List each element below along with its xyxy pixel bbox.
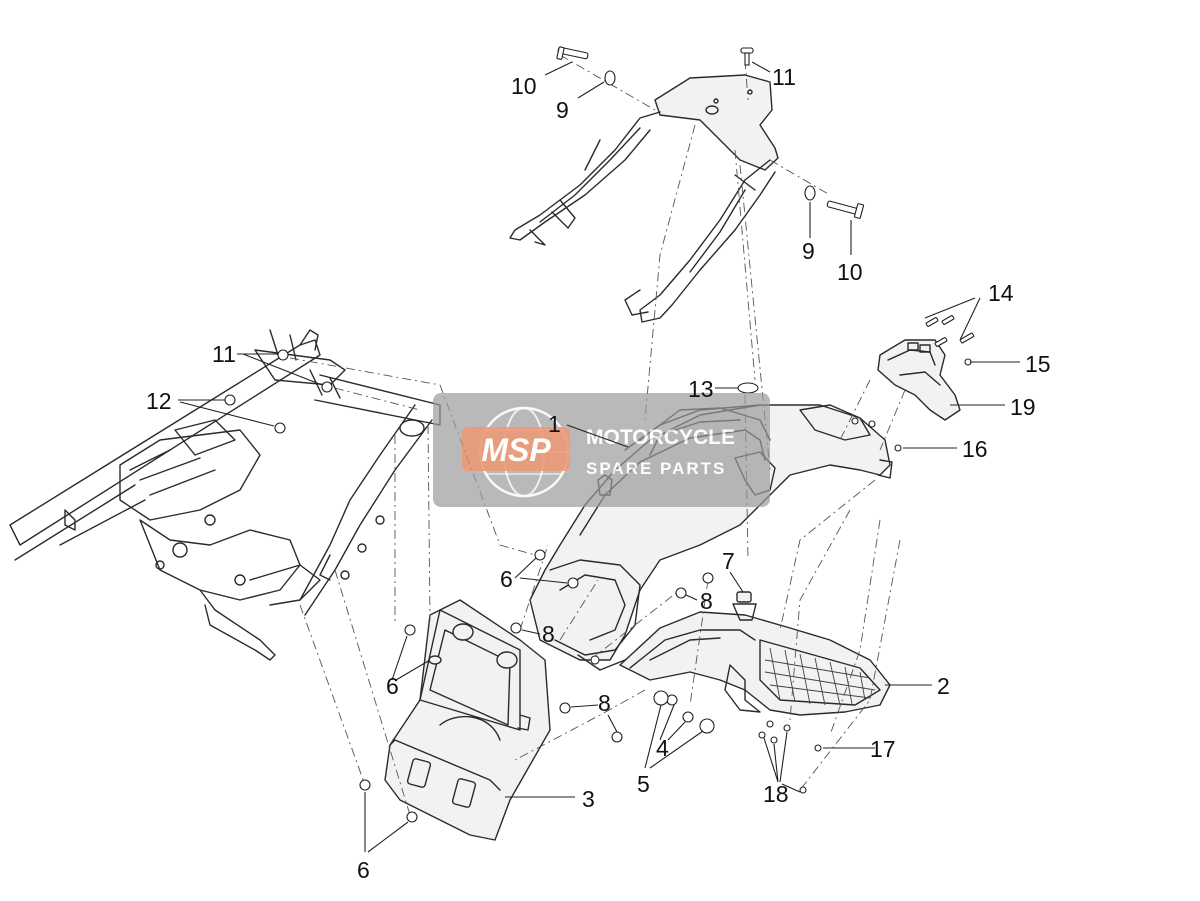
screw-17 (814, 744, 822, 752)
grab-rail-drawing (509, 74, 779, 323)
bolt-11-frame-b (321, 381, 333, 393)
inner-fender-drawing (619, 591, 891, 716)
nut-4-b (666, 694, 678, 706)
watermark-line2: SPARE PARTS (586, 459, 726, 478)
washer-5-b (699, 718, 715, 734)
license-plate-holder-drawing (384, 599, 551, 841)
callout-6-lower: 6 (357, 857, 370, 883)
nut-6-d (359, 779, 371, 791)
watermark-logo: MSP (481, 432, 551, 468)
callout-11-frame: 11 (212, 341, 236, 367)
callout-8-lower: 8 (598, 690, 611, 716)
callout-11-top: 11 (772, 64, 796, 90)
screws-18 (758, 720, 807, 794)
callout-9-top: 9 (556, 97, 569, 123)
watermark-line1: MOTORCYCLE (586, 426, 735, 449)
callout-1: 1 (548, 411, 561, 437)
washer-9-right (804, 185, 816, 201)
washer-9-top (604, 70, 616, 86)
callout-2: 2 (937, 673, 950, 699)
nut-8-d (559, 702, 571, 714)
nut-6-b (567, 577, 579, 589)
screw-11-top (740, 47, 754, 66)
callout-8-upper: 8 (542, 621, 555, 647)
washer-5-a (653, 690, 669, 706)
nut-4-a (682, 711, 694, 723)
bolt-10-top (556, 46, 589, 60)
callout-leaders (178, 61, 1020, 853)
watermark: MSP MOTORCYCLE SPARE PARTS (433, 393, 770, 507)
callout-9-right: 9 (802, 238, 815, 264)
nut-8-a (675, 587, 687, 599)
nut-6-c (404, 624, 416, 636)
callout-3: 3 (582, 786, 595, 812)
callout-8-right: 8 (700, 588, 713, 614)
watermark-background (433, 393, 770, 507)
callout-7: 7 (722, 548, 735, 574)
bolt-12-frame-b (274, 422, 286, 434)
callout-10-top: 10 (511, 73, 537, 99)
washer-13 (737, 382, 759, 394)
bolt-12-frame-a (224, 394, 236, 406)
screw-16 (894, 444, 902, 452)
callout-18: 18 (763, 781, 789, 807)
watermark-logo-badge (462, 427, 570, 471)
taillight-bracket-drawing (877, 339, 961, 421)
screws-14 (925, 315, 975, 347)
callout-5: 5 (637, 771, 650, 797)
nut-6-a (534, 549, 546, 561)
callout-labels: 1 2 3 4 5 6 6 6 7 8 8 8 9 9 10 10 11 11 … (146, 64, 1051, 883)
callout-14: 14 (988, 280, 1014, 306)
callout-16: 16 (962, 436, 988, 462)
callout-17: 17 (870, 736, 896, 762)
callout-10-right: 10 (837, 259, 863, 285)
hardware-items (224, 46, 975, 823)
nut-8-f (611, 731, 623, 743)
bolt-11-frame-a (277, 349, 289, 361)
nut-8-b (702, 572, 714, 584)
assembly-lines (289, 54, 906, 816)
callout-12: 12 (146, 388, 172, 414)
callout-19: 19 (1010, 394, 1036, 420)
nut-8-e (590, 655, 600, 665)
callout-15: 15 (1025, 351, 1051, 377)
nut-8-c (510, 622, 522, 634)
rear-frame-drawing (9, 329, 441, 661)
callout-6-middle: 6 (386, 673, 399, 699)
callout-6-upper: 6 (500, 566, 513, 592)
callout-4: 4 (656, 735, 669, 761)
nut-6-e (406, 811, 418, 823)
callout-13: 13 (688, 376, 714, 402)
bolt-10-right (826, 200, 865, 219)
